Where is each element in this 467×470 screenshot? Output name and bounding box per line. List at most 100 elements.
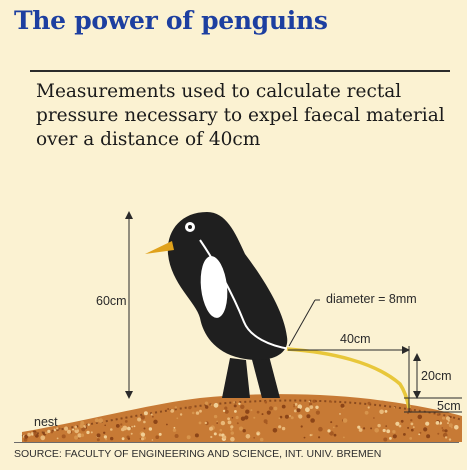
gravel-pebble [392, 430, 396, 434]
gravel-pebble [126, 426, 131, 431]
gravel-pebble [297, 404, 303, 410]
distance-label: 40cm [340, 332, 371, 346]
gravel-pebble [309, 405, 314, 409]
gravel-pebble [103, 431, 106, 434]
gravel-pebble [222, 435, 227, 440]
gravel-pebble [174, 434, 179, 438]
gravel-pebble [158, 432, 162, 436]
gravel-pebble [230, 436, 235, 442]
gravel-pebble [290, 416, 294, 420]
gravel-pebble [240, 404, 245, 409]
gravel-pebble [426, 434, 431, 439]
gravel-pebble [330, 400, 333, 403]
nest-height-dimension [404, 397, 462, 413]
drop-label: 20cm [421, 369, 452, 383]
gravel-pebble [213, 432, 217, 436]
gravel-pebble [80, 433, 85, 437]
gravel-pebble [333, 433, 337, 437]
gravel-pebble [318, 436, 321, 439]
gravel-pebble [155, 435, 159, 440]
gravel-pebble [110, 428, 113, 431]
gravel-pebble [358, 428, 363, 432]
gravel-pebble [281, 404, 286, 409]
gravel-pebble [383, 437, 388, 442]
gravel-pebble [442, 416, 446, 420]
gravel-pebble [370, 427, 373, 430]
gravel-pebble [86, 430, 90, 435]
gravel-pebble [205, 405, 209, 409]
gravel-pebble [389, 437, 392, 440]
gravel-pebble [188, 406, 192, 410]
gravel-pebble [261, 413, 264, 416]
gravel-pebble [235, 415, 239, 420]
gravel-pebble [151, 439, 154, 441]
gravel-pebble [384, 410, 388, 413]
gravel-pebble [454, 425, 459, 430]
gravel-pebble [447, 422, 449, 425]
gravel-pebble [64, 426, 69, 431]
gravel-pebble [224, 409, 229, 414]
gravel-pebble [272, 428, 278, 433]
gravel-pebble [140, 415, 145, 420]
gravel-pebble [392, 434, 397, 439]
gravel-pebble [67, 429, 71, 434]
gravel-pebble [340, 403, 345, 408]
gravel-pebble [264, 400, 268, 404]
gravel-pebble [266, 410, 271, 415]
gravel-pebble [199, 409, 202, 413]
gravel-pebble [377, 423, 381, 428]
nest-label: nest [34, 415, 58, 429]
gravel-pebble [54, 429, 56, 432]
gravel-pebble [409, 437, 413, 440]
gravel-pebble [296, 408, 301, 413]
gravel-pebble [218, 433, 222, 437]
gravel-pebble [153, 419, 158, 424]
gravel-pebble [24, 434, 29, 439]
gravel-pebble [293, 409, 297, 413]
gravel-pebble [61, 434, 66, 439]
gravel-pebble [419, 431, 422, 434]
gravel-pebble [40, 435, 46, 441]
penguin [145, 212, 291, 398]
gravel-pebble [293, 405, 295, 408]
gravel-pebble [173, 426, 176, 429]
gravel-pebble [224, 406, 228, 410]
gravel-pebble [140, 432, 146, 437]
gravel-pebble [442, 429, 445, 432]
nest-height-label: 5cm [437, 399, 461, 413]
page-title: The power of penguins [14, 6, 328, 35]
gravel-pebble [31, 433, 34, 436]
gravel-pebble [330, 421, 333, 424]
gravel-pebble [263, 419, 268, 424]
gravel-pebble [268, 406, 274, 411]
gravel-pebble [289, 415, 291, 417]
source-credit: SOURCE: FACULTY OF ENGINEERING AND SCIEN… [14, 448, 382, 460]
gravel-pebble [342, 418, 348, 423]
gravel-pebble [357, 425, 361, 429]
gravel-pebble [133, 425, 136, 428]
title-divider [30, 70, 450, 72]
gravel-pebble [382, 428, 386, 433]
gravel-pebble [27, 432, 31, 437]
gravel-pebble [227, 417, 231, 421]
gravel-pebble [213, 402, 219, 408]
gravel-pebble [172, 428, 177, 432]
gravel-pebble [273, 406, 278, 411]
gravel-pebble [318, 426, 323, 432]
gravel-pebble [279, 415, 283, 419]
gravel-pebble [403, 433, 406, 436]
gravel-pebble [441, 427, 444, 429]
gravel-pebble [141, 437, 144, 441]
gravel-pebble [281, 426, 286, 431]
gravel-pebble [179, 413, 183, 416]
gravel-pebble [167, 408, 170, 410]
gravel-pebble [222, 409, 226, 413]
gravel-pebble [227, 420, 232, 425]
gravel-pebble [253, 416, 256, 419]
gravel-pebble [256, 432, 260, 436]
gravel-pebble [131, 425, 134, 428]
gravel-pebble [335, 424, 338, 428]
gravel-pebble [373, 417, 375, 419]
gravel-pebble [367, 406, 370, 409]
gravel-pebble [315, 410, 320, 415]
